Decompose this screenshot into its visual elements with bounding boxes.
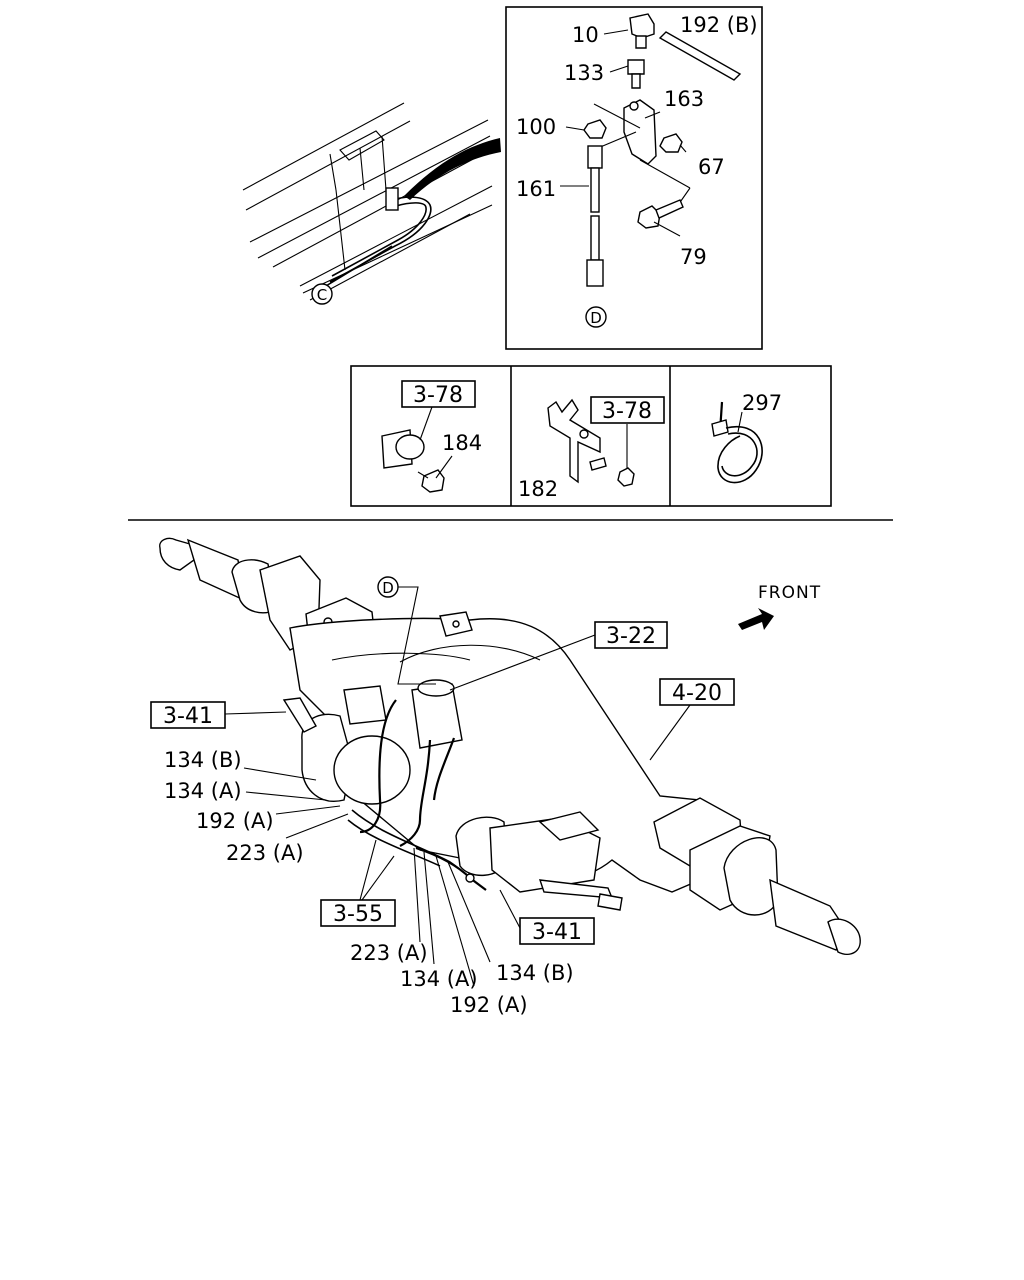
ref-circle-d-top-label: D [590, 309, 602, 327]
flange-nut-67-icon [659, 133, 683, 153]
brake-chamber-right [455, 811, 623, 911]
bolt-79-icon [637, 199, 684, 229]
label-133: 133 [564, 61, 604, 85]
ref-box-3-22: 3-22 [594, 621, 668, 649]
label-184: 184 [442, 431, 482, 455]
ref-d-leader [397, 586, 436, 685]
callout-wedge [404, 138, 501, 200]
label-163: 163 [664, 87, 704, 111]
inset-leaders [560, 29, 687, 237]
bottom-label-192a: 192 (A) [450, 993, 528, 1017]
bottom-label-leaders [413, 847, 491, 987]
ref-circle-c: C [311, 283, 333, 305]
left-label-223a: 223 (A) [226, 841, 304, 865]
left-label-192a: 192 (A) [196, 809, 274, 833]
left-label-leaders [243, 767, 349, 839]
label-67: 67 [698, 155, 725, 179]
ref-box-4-20: 4-20 [659, 678, 735, 706]
svg-text:D: D [382, 579, 394, 597]
bracket-163-icon [623, 99, 657, 165]
hose-161-icon [586, 145, 604, 287]
svg-text:4-20: 4-20 [672, 681, 722, 706]
ref-circle-d-main: D [377, 576, 399, 598]
frame-fitting [385, 187, 399, 211]
bottom-label-223a: 223 (A) [350, 941, 428, 965]
label-161: 161 [516, 177, 556, 201]
clip-panels-box [350, 365, 832, 507]
label-192b: 192 (B) [680, 13, 758, 37]
ref-box-3-41-right: 3-41 [519, 917, 595, 945]
svg-text:3-22: 3-22 [606, 624, 656, 649]
front-label: FRONT [758, 583, 821, 603]
svg-text:3-78: 3-78 [602, 399, 652, 424]
connector-icon [627, 59, 645, 89]
front-arrow-icon [738, 608, 774, 630]
rear-axle-illustration [159, 537, 861, 956]
label-182: 182 [518, 477, 558, 501]
ref-box-3-41-left: 3-41 [150, 701, 226, 729]
svg-text:3-41: 3-41 [532, 920, 582, 945]
label-297: 297 [742, 391, 782, 415]
tube-192b-icon [658, 31, 742, 81]
panel2-ref-box: 3-78 [590, 396, 665, 424]
label-79: 79 [680, 245, 707, 269]
bottom-label-134b: 134 (B) [496, 961, 574, 985]
bottom-label-134a: 134 (A) [400, 967, 478, 991]
svg-text:3-55: 3-55 [333, 902, 383, 927]
panel1-ref-box: 3-78 [401, 380, 476, 408]
elbow-fitting-icon [629, 13, 655, 49]
ref-circle-d-top: D [585, 306, 607, 328]
svg-text:3-78: 3-78 [413, 383, 463, 408]
inset-box [505, 6, 763, 350]
bracket-182-icon [547, 398, 635, 487]
frame-rail-sketch [242, 102, 501, 301]
svg-text:3-41: 3-41 [163, 704, 213, 729]
clamp-184-icon [381, 429, 445, 493]
label-10: 10 [572, 23, 599, 47]
nut-100-icon [583, 119, 607, 139]
ref-3-55-leaders [359, 839, 395, 901]
label-100: 100 [516, 115, 556, 139]
inset-parts [583, 13, 742, 287]
left-label-134a: 134 (A) [164, 779, 242, 803]
left-label-134b: 134 (B) [164, 748, 242, 772]
ref-box-3-55: 3-55 [320, 899, 396, 927]
ref-circle-c-label: C [317, 286, 327, 304]
tie-strap-297-icon [711, 401, 763, 484]
